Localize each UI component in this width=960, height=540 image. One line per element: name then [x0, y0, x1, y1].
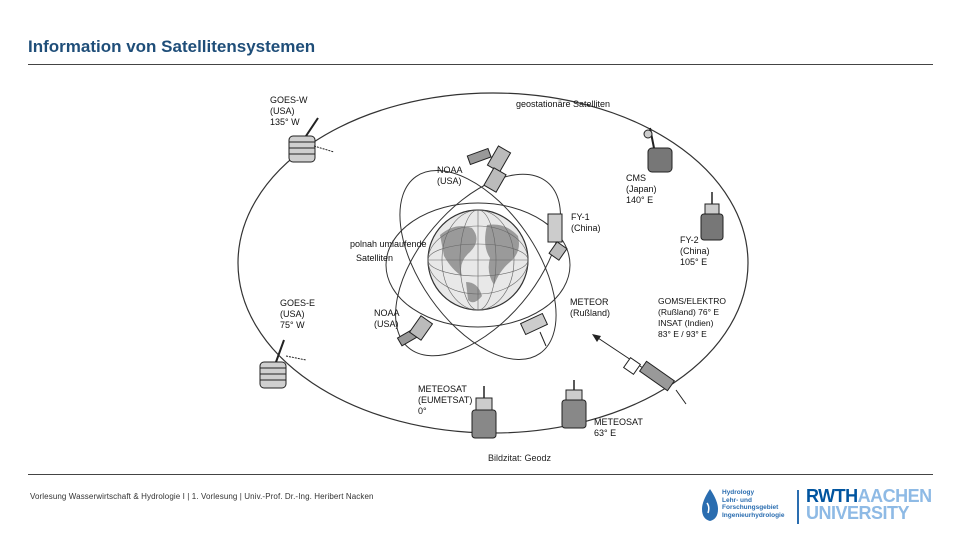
- goes-w-country: (USA): [270, 106, 295, 116]
- goes-e-name: GOES-E: [280, 298, 315, 308]
- fy2-name: FY-2: [680, 235, 699, 245]
- insat-position: 83° E / 93° E: [658, 329, 707, 339]
- meteor-country: (Rußland): [570, 308, 610, 318]
- satellite-fy1-icon: [547, 213, 568, 261]
- polar-label-1: polnah umlaufende: [350, 239, 427, 249]
- fy2-position: 105° E: [680, 257, 707, 267]
- goms-name: GOMS/ELEKTRO: [658, 296, 726, 306]
- hydrology-logo-text: Hydrology Lehr- und Forschungsgebiet Ing…: [722, 489, 784, 519]
- cms-country: (Japan): [626, 184, 657, 194]
- satellite-cms-icon: [643, 127, 673, 173]
- meteor-name: METEOR: [570, 297, 609, 307]
- meteosat-0-name: METEOSAT: [418, 384, 467, 394]
- goes-w-position: 135° W: [270, 117, 300, 127]
- hydrology-logo-line-3: Forschungsgebiet: [722, 504, 779, 511]
- rwth-logo-rwth: RWTH: [806, 486, 858, 506]
- goms-country: (Rußland) 76° E: [658, 307, 719, 317]
- polar-label-2: Satelliten: [356, 253, 393, 263]
- fy1-name: FY-1: [571, 212, 590, 222]
- rwth-logo-aachen: AACHEN: [857, 486, 933, 506]
- meteosat-63-position: 63° E: [594, 428, 616, 438]
- meteosat-0-position: 0°: [418, 406, 427, 416]
- header-divider: [28, 64, 933, 65]
- page-title: Information von Satellitensystemen: [28, 37, 316, 56]
- noaa-bottom-country: (USA): [374, 319, 399, 329]
- geostationary-label: geostationäre Satelliten: [516, 99, 610, 109]
- fy2-country: (China): [680, 246, 710, 256]
- goes-e-position: 75° W: [280, 320, 305, 330]
- footer-divider: [28, 474, 933, 475]
- meteosat-0-org: (EUMETSAT): [418, 395, 472, 405]
- earth-globe: [427, 209, 529, 311]
- satellite-goes-w-icon: [288, 117, 335, 163]
- polar-orbit-2: [395, 173, 561, 357]
- satellite-meteor-icon: [519, 312, 549, 347]
- hydrology-logo-line-1: Hydrology: [722, 489, 755, 496]
- image-credit: Bildzitat: Geodz: [488, 453, 552, 463]
- hydrology-logo-icon: [702, 489, 718, 521]
- satellite-noaa-bottom-icon: [396, 315, 434, 347]
- noaa-top-name: NOAA: [437, 165, 463, 175]
- cms-position: 140° E: [626, 195, 653, 205]
- logo-divider: [797, 490, 799, 524]
- cms-name: CMS: [626, 173, 646, 183]
- rwth-logo: RWTHAACHEN UNIVERSITY: [806, 486, 933, 523]
- goes-w-name: GOES-W: [270, 95, 308, 105]
- noaa-bottom-name: NOAA: [374, 308, 400, 318]
- hydrology-logo-line-2: Lehr- und: [722, 496, 752, 504]
- footer-text: Vorlesung Wasserwirtschaft & Hydrologie …: [30, 492, 374, 501]
- satellite-goes-e-icon: [259, 339, 307, 389]
- meteosat-63-name: METEOSAT: [594, 417, 643, 427]
- fy1-country: (China): [571, 223, 601, 233]
- satellite-meteosat-63-icon: [561, 380, 587, 429]
- satellite-noaa-top-icon: [466, 145, 512, 193]
- hydrology-logo-line-4: Ingenieurhydrologie: [722, 511, 785, 519]
- insat-name: INSAT (Indien): [658, 318, 714, 328]
- goes-e-country: (USA): [280, 309, 305, 319]
- noaa-top-country: (USA): [437, 176, 462, 186]
- polar-orbit-1: [399, 169, 557, 361]
- satellite-fy2-icon: [700, 192, 724, 241]
- rwth-logo-university: UNIVERSITY: [806, 503, 910, 523]
- polar-orbit-3: [385, 202, 571, 328]
- satellite-goms-icon: [622, 356, 687, 405]
- satellite-meteosat-0-icon: [471, 386, 497, 439]
